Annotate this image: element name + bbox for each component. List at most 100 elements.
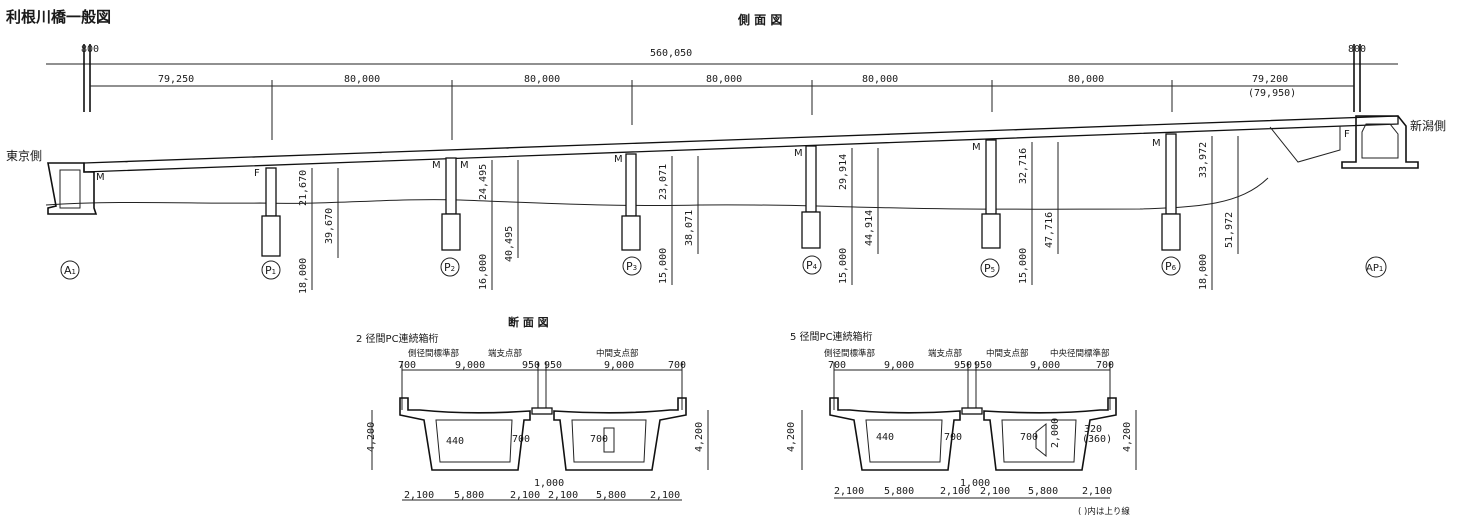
p5-pier: 32,716 [1018, 148, 1029, 184]
p6-total: 51,972 [1224, 212, 1235, 248]
bearing-a1: M [96, 172, 105, 183]
right-web-2: 700 [944, 432, 962, 443]
right-top-1: 700 [828, 360, 846, 371]
left-part-1: 側径間標準部 [408, 348, 460, 359]
right-web-1: 440 [876, 432, 894, 443]
p1-total: 39,670 [324, 208, 335, 244]
p6-foot: 18,000 [1198, 254, 1209, 290]
left-bottom-6: 2,100 [650, 490, 680, 501]
p2-total: 40,495 [504, 226, 515, 262]
right-web-3: 700 [1020, 432, 1038, 443]
span-2: 80,000 [344, 74, 380, 85]
span-7-note: (79,950) [1248, 88, 1296, 99]
right-top-6: 700 [1096, 360, 1114, 371]
bearing-p5: M [972, 142, 981, 153]
p4-pier: 29,914 [838, 154, 849, 190]
marker-p1: P1 [261, 260, 281, 280]
span-labels: 79,250 80,000 80,000 80,000 80,000 80,00… [158, 74, 1296, 99]
total-span-dim: 560,050 [650, 48, 692, 59]
overhang-left-dim: 800 [81, 44, 99, 55]
section-left-title: 2 径間PC連続箱桁 [356, 332, 439, 345]
p3-pier: 23,071 [658, 164, 669, 200]
pier-p6 [1161, 133, 1181, 251]
pier-p3 [621, 153, 641, 251]
left-bottom-5: 5,800 [596, 490, 626, 501]
p6-pier: 33,972 [1198, 142, 1209, 178]
pier-dim-lines [311, 136, 1239, 290]
right-part-2: 端支点部 [928, 348, 963, 359]
bearing-p6: M [1152, 138, 1161, 149]
pier-p1 [261, 167, 281, 257]
right-bottom-1: 2,100 [834, 486, 864, 497]
right-top-4: 950 [974, 360, 992, 371]
left-web-2: 700 [512, 434, 530, 445]
right-bottom-2: 5,800 [884, 486, 914, 497]
marker-p6: P6 [1161, 256, 1181, 276]
left-web-1: 440 [446, 436, 464, 447]
pier-p2 [441, 157, 461, 251]
svg-text:A1: A1 [64, 264, 76, 277]
left-top-1: 700 [398, 360, 416, 371]
left-top-2: 9,000 [455, 360, 485, 371]
overhang-right-dim: 800 [1348, 44, 1366, 55]
left-part-2: 端支点部 [488, 348, 523, 359]
p2-foot: 16,000 [478, 254, 489, 290]
ground-line [45, 177, 1269, 210]
span-6: 80,000 [1068, 74, 1104, 85]
section-right-title: 5 径間PC連続箱桁 [790, 330, 873, 343]
svg-text:P5: P5 [984, 262, 995, 275]
right-top-5: 9,000 [1030, 360, 1060, 371]
right-part-3: 中間支点部 [986, 348, 1029, 359]
girder-haunch-right [1269, 126, 1341, 163]
bearing-ap1: F [1344, 129, 1350, 140]
left-bottom-3: 2,100 [510, 490, 540, 501]
left-bottom-1: 2,100 [404, 490, 434, 501]
bearing-p3: M [614, 154, 623, 165]
right-bottom-3: 2,100 [940, 486, 970, 497]
span-1: 79,250 [158, 74, 194, 85]
p1-pier: 21,670 [298, 170, 309, 206]
span-ticks [271, 80, 1173, 140]
left-center: 1,000 [534, 478, 564, 489]
left-top-3: 950 [522, 360, 540, 371]
p2-pier: 24,495 [478, 164, 489, 200]
bearing-labels: M F M M M M M M F [96, 129, 1350, 183]
right-part-1: 側径間標準部 [824, 348, 876, 359]
marker-ap1: AP1 [1365, 256, 1387, 278]
right-height: 4,200 [786, 422, 797, 452]
left-height-right: 4,200 [694, 422, 705, 452]
right-bottom-4: 2,100 [980, 486, 1010, 497]
side-right-label: 新潟側 [1410, 118, 1446, 133]
span-3: 80,000 [524, 74, 560, 85]
svg-text:P3: P3 [626, 260, 637, 273]
right-side-dim-note: (360) [1082, 434, 1112, 445]
p3-total: 38,071 [684, 210, 695, 246]
p5-foot: 15,000 [1018, 248, 1029, 284]
svg-text:AP1: AP1 [1366, 263, 1383, 274]
abutment-ap1 [1341, 115, 1419, 169]
right-inner-dim: 2,000 [1050, 418, 1061, 448]
marker-a1: A1 [60, 260, 80, 280]
abutment-a1 [47, 162, 98, 215]
left-bottom-2: 5,800 [454, 490, 484, 501]
bearing-p1: F [254, 168, 260, 179]
left-top-5: 9,000 [604, 360, 634, 371]
left-part-3: 中間支点部 [596, 348, 639, 359]
left-top-6: 700 [668, 360, 686, 371]
section-right: 5 径間PC連続箱桁 側径間標準部 端支点部 中間支点部 中央径間標準部 700… [786, 330, 1137, 517]
bearing-p2a: M [432, 160, 441, 171]
left-height: 4,200 [366, 422, 377, 452]
p5-total: 47,716 [1044, 212, 1055, 248]
right-bottom-5: 5,800 [1028, 486, 1058, 497]
right-part-4: 中央径間標準部 [1050, 348, 1110, 359]
p3-foot: 15,000 [658, 248, 669, 284]
right-height-right: 4,200 [1122, 422, 1133, 452]
p4-foot: 15,000 [838, 248, 849, 284]
left-bottom-4: 2,100 [548, 490, 578, 501]
right-note: ( )内は上り線 [1078, 506, 1130, 517]
pier-dim-values: 21,670 39,670 18,000 24,495 40,495 16,00… [298, 142, 1235, 294]
span-7: 79,200 [1252, 74, 1288, 85]
pier-p5 [981, 139, 1001, 249]
marker-p2: P2 [440, 257, 460, 277]
